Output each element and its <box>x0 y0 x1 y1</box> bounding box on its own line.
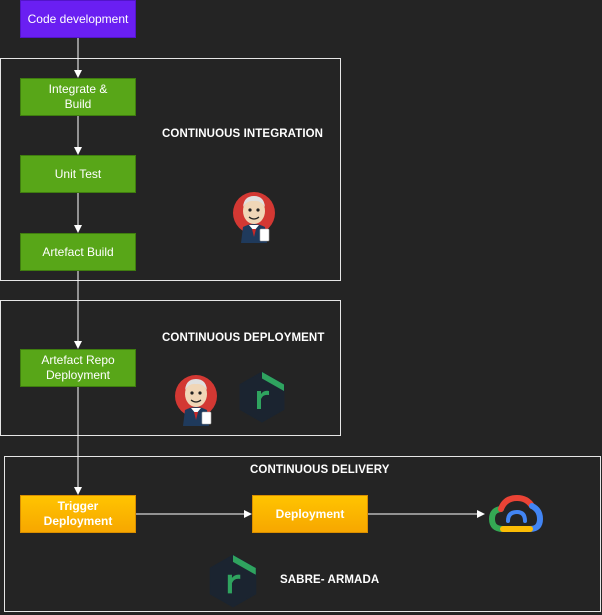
continuous-delivery-title: CONTINUOUS DELIVERY <box>250 464 390 476</box>
trigger-deployment-node: Trigger Deployment <box>20 495 136 533</box>
deployment-node: Deployment <box>252 495 368 533</box>
artefact-repo-deployment-node: Artefact Repo Deployment <box>20 349 136 387</box>
unit-test-label: Unit Test <box>54 166 102 181</box>
continuous-deployment-frame <box>0 300 341 436</box>
rancher-icon <box>236 369 288 425</box>
sabre-armada-label: SABRE- ARMADA <box>280 574 380 586</box>
rancher-icon <box>206 552 260 610</box>
trigger-deployment-label: Trigger Deployment <box>43 499 113 528</box>
google-cloud-icon <box>488 494 544 535</box>
integrate-build-label: Integrate & Build <box>48 82 108 111</box>
deployment-label: Deployment <box>275 506 345 521</box>
continuous-deployment-title: CONTINUOUS DEPLOYMENT <box>162 332 325 344</box>
code-development-node: Code development <box>20 0 136 38</box>
integrate-build-node: Integrate & Build <box>20 78 136 116</box>
code-development-label: Code development <box>27 11 129 26</box>
jenkins-icon <box>174 368 218 426</box>
continuous-integration-title: CONTINUOUS INTEGRATION <box>162 128 324 140</box>
continuous-integration-frame <box>0 58 341 281</box>
artefact-build-node: Artefact Build <box>20 233 136 271</box>
jenkins-icon <box>232 185 276 243</box>
artefact-repo-deployment-label: Artefact Repo Deployment <box>41 353 115 382</box>
unit-test-node: Unit Test <box>20 155 136 193</box>
artefact-build-label: Artefact Build <box>42 244 114 259</box>
